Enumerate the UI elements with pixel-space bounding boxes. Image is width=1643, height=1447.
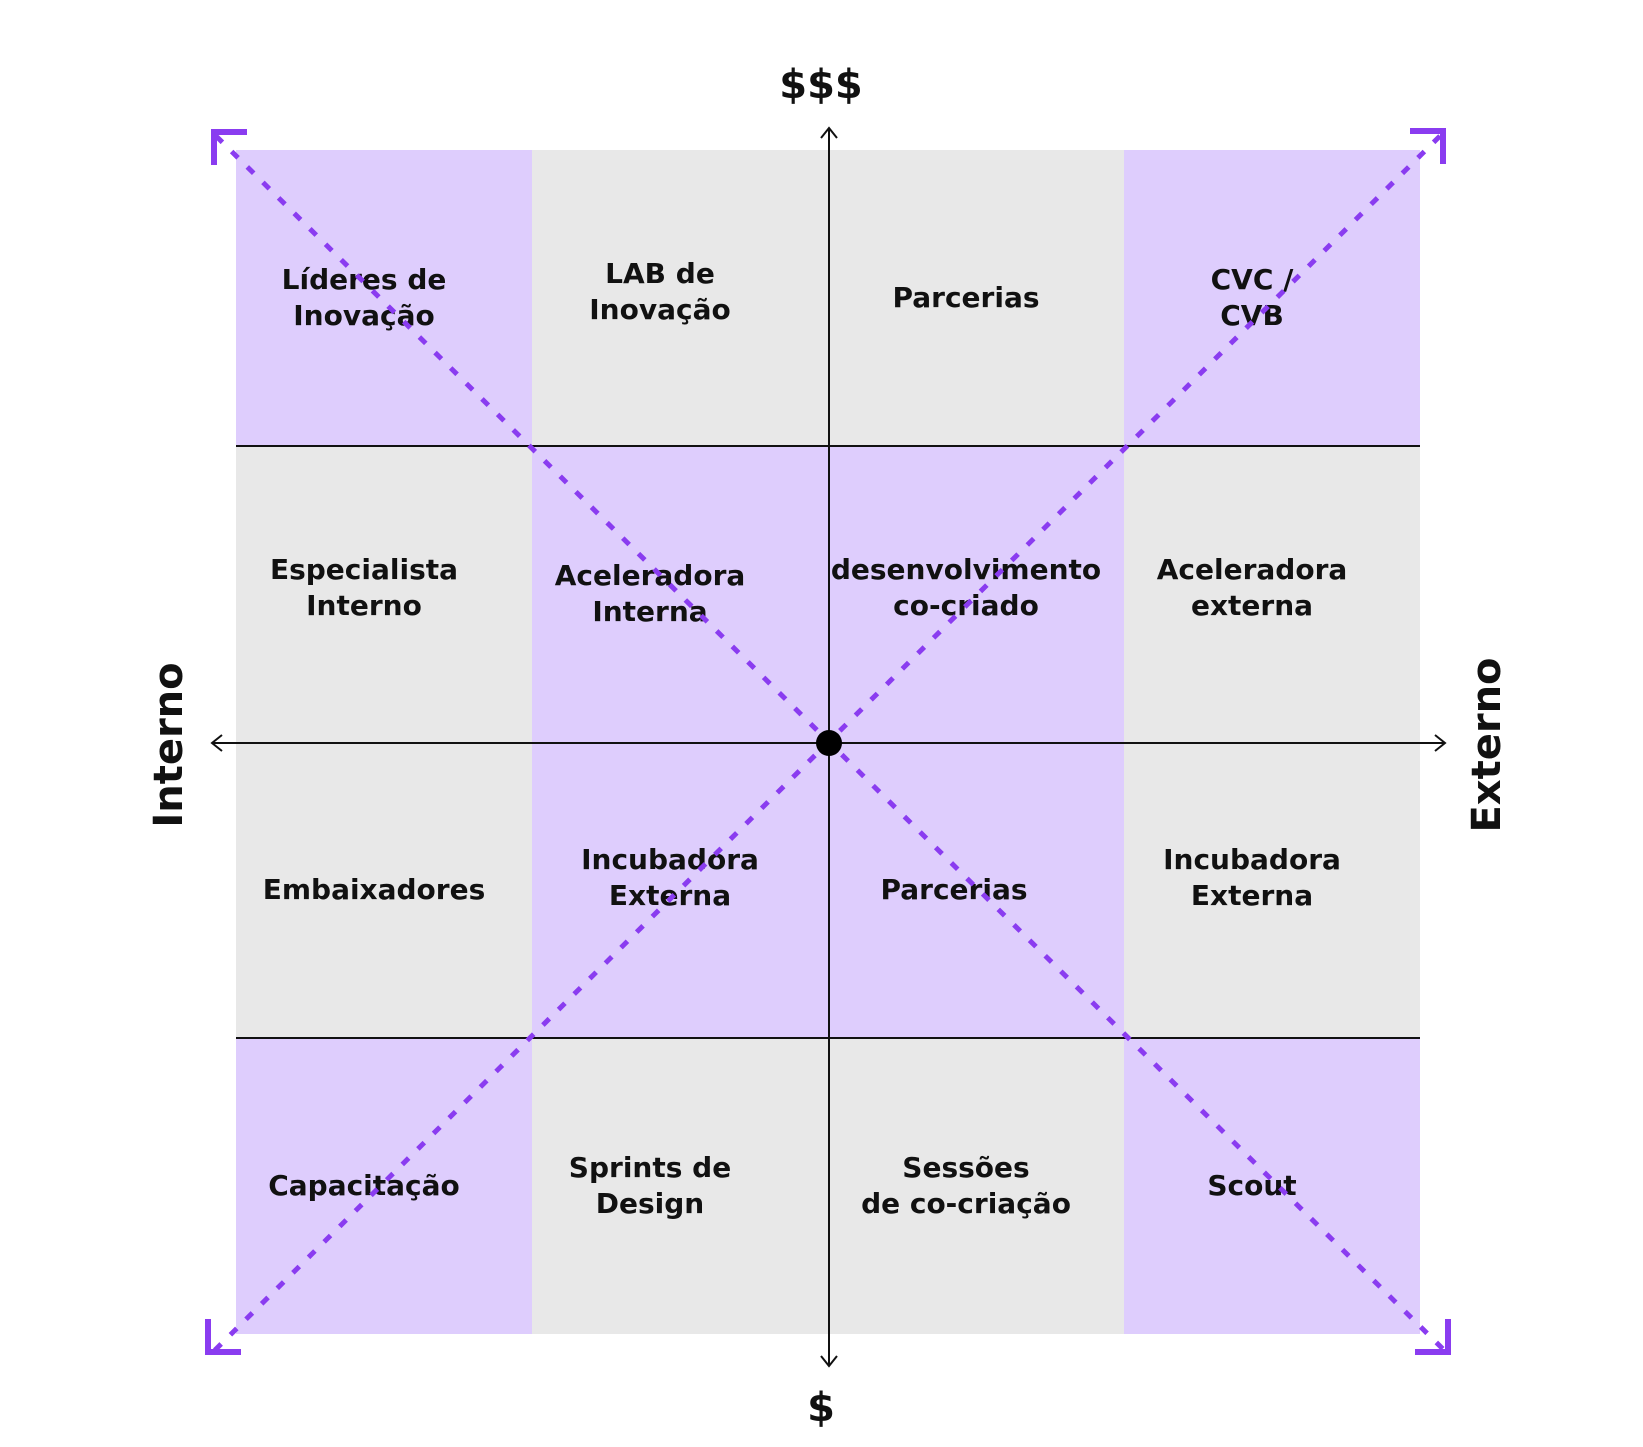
- arrow-right-icon: [1434, 734, 1447, 752]
- matrix-cell: Scout: [1124, 1038, 1420, 1334]
- axis-label-right: Externo: [1464, 657, 1510, 833]
- matrix-cell: Líderes de Inovação: [236, 150, 532, 446]
- center-dot: [816, 730, 842, 756]
- cell-label: CVC / CVB: [1210, 263, 1294, 332]
- cell-label: Incubadora Externa: [1163, 843, 1341, 912]
- arrow-down-icon: [820, 1355, 838, 1368]
- cell-label: Parcerias: [880, 873, 1028, 906]
- cell-label: Scout: [1207, 1169, 1297, 1202]
- corner-bracket-icon: [205, 1319, 241, 1355]
- matrix-cell: Aceleradora externa: [1124, 446, 1420, 742]
- axis-label-left: Interno: [146, 662, 192, 828]
- corner-bracket-icon: [1410, 128, 1446, 164]
- matrix-cell: Sessões de co-criação: [828, 1038, 1124, 1334]
- cell-label: LAB de Inovação: [589, 257, 731, 326]
- matrix-cell: Sprints de Design: [532, 1038, 828, 1334]
- axis-label-top: $$$: [779, 62, 863, 108]
- cell-label: Especialista Interno: [269, 553, 459, 622]
- cell-label: Parcerias: [892, 281, 1040, 314]
- cell-label: Aceleradora externa: [1156, 553, 1348, 622]
- matrix-cell: Embaixadores: [236, 742, 532, 1038]
- cell-label: Sprints de Design: [568, 1151, 732, 1220]
- arrow-left-icon: [210, 734, 223, 752]
- cell-label: Incubadora Externa: [581, 843, 759, 912]
- cell-label: Capacitação: [268, 1169, 460, 1202]
- cell-label: Embaixadores: [262, 873, 486, 906]
- corner-bracket-icon: [211, 129, 247, 165]
- matrix-cell: LAB de Inovação: [532, 150, 828, 446]
- matrix-cell: Incubadora Externa: [1124, 742, 1420, 1038]
- cell-label: Sessões de co-criação: [861, 1151, 1071, 1220]
- matrix-cell: CVC / CVB: [1124, 150, 1420, 446]
- matrix-cell: Parcerias: [828, 150, 1124, 446]
- matrix-cell: Especialista Interno: [236, 446, 532, 742]
- axis-label-bottom: $: [807, 1385, 835, 1431]
- corner-bracket-icon: [1415, 1319, 1451, 1355]
- arrow-up-icon: [820, 126, 838, 139]
